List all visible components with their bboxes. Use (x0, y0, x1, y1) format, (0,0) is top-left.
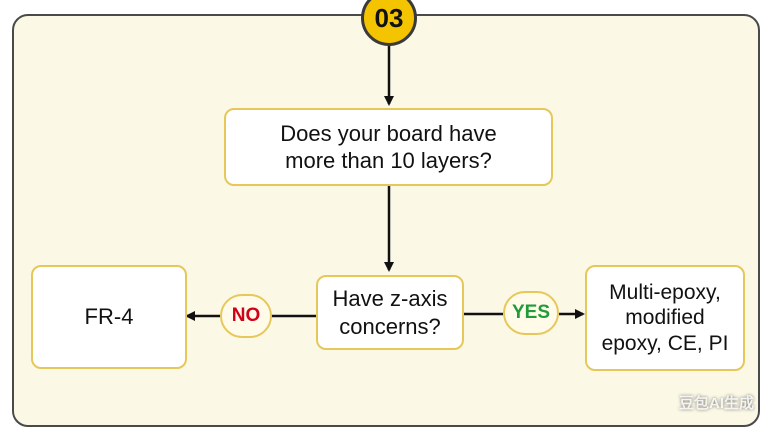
result-multi-epoxy-box: Multi-epoxy, modified epoxy, CE, PI (585, 265, 745, 371)
result-fr4-box: FR-4 (31, 265, 187, 369)
yes-label-pill: YES (503, 291, 559, 335)
question-z-axis-box: Have z-axis concerns? (316, 275, 464, 350)
step-number-badge: 03 (361, 0, 417, 46)
no-label-pill: NO (220, 294, 272, 338)
question-layers-box: Does your board have more than 10 layers… (224, 108, 553, 186)
watermark-text: 豆包AI生成 (679, 395, 755, 412)
